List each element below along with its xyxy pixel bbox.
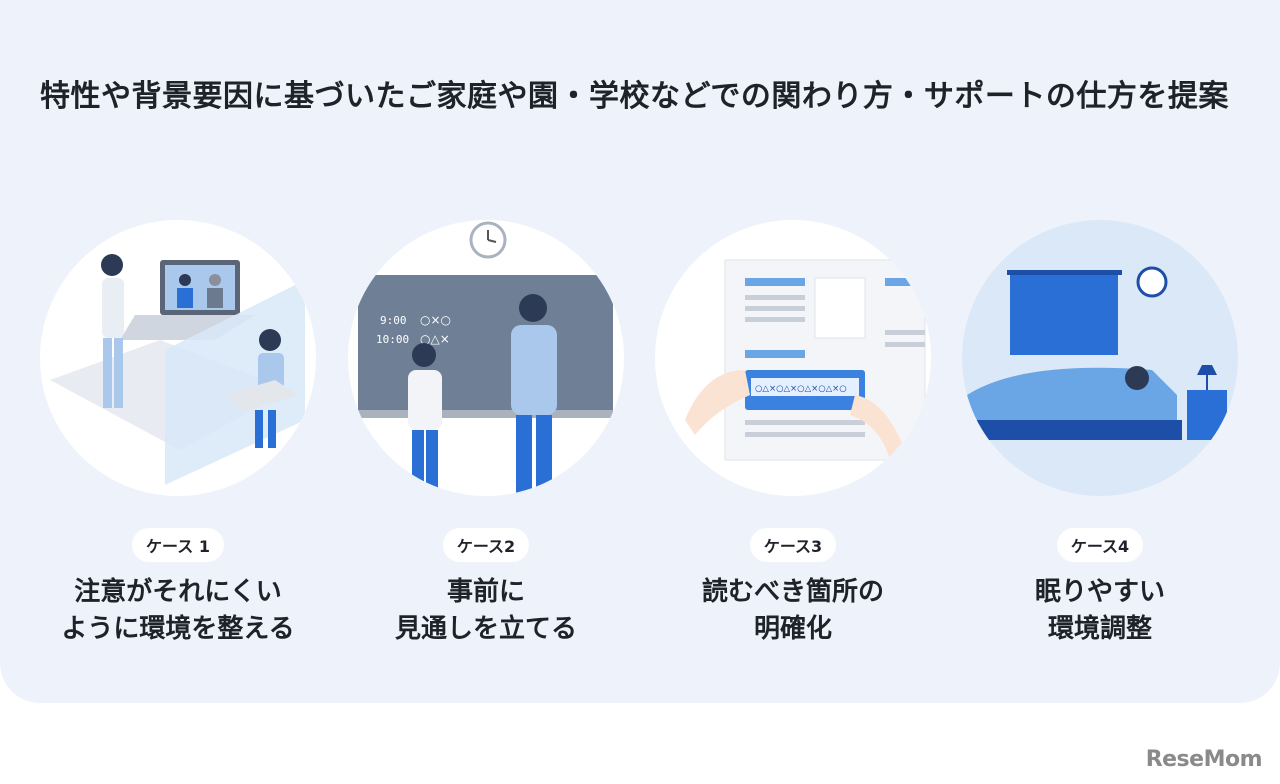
case-badge: ケース3 [749,528,837,562]
case-badge: ケース2 [442,528,530,562]
online-class-illustration [40,220,316,496]
bedroom-illustration [962,220,1238,496]
case-1: ケース 1 注意がそれにくいように環境を整える [33,220,323,648]
page-title: 特性や背景要因に基づいたご家庭や園・学校などでの関わり方・サポートの仕方を提案 [40,79,1229,114]
svg-text:○×○: ○×○ [420,313,451,327]
case-3: ○△×○△×○△×○△×○ ケース3 読むべき箇所の明確化 [648,220,938,648]
case-title: 眠りやすい環境調整 [1034,577,1165,644]
svg-text:○△×○△×○△×○△×○: ○△×○△×○△×○△×○ [755,384,847,394]
case-2: 9:00 ○×○ 10:00 ○△× ケース2 事前に見通しを立てる [341,220,631,648]
case-4: ケース4 眠りやすい環境調整 [955,220,1245,648]
case-badge: ケース 1 [132,528,224,562]
svg-text:10:00: 10:00 [376,333,409,346]
svg-text:9:00: 9:00 [380,314,407,327]
svg-text:○△×: ○△× [420,332,450,346]
textbook-illustration: ○△×○△×○△×○△×○ [655,220,931,496]
case-title: 注意がそれにくいように環境を整える [61,577,295,644]
case-badge: ケース4 [1056,528,1144,562]
case-title: 読むべき箇所の明確化 [701,577,884,644]
resemom-logo: ReseMom [1145,747,1263,772]
case-title: 事前に見通しを立てる [394,577,577,644]
blackboard-illustration: 9:00 ○×○ 10:00 ○△× [348,220,624,496]
